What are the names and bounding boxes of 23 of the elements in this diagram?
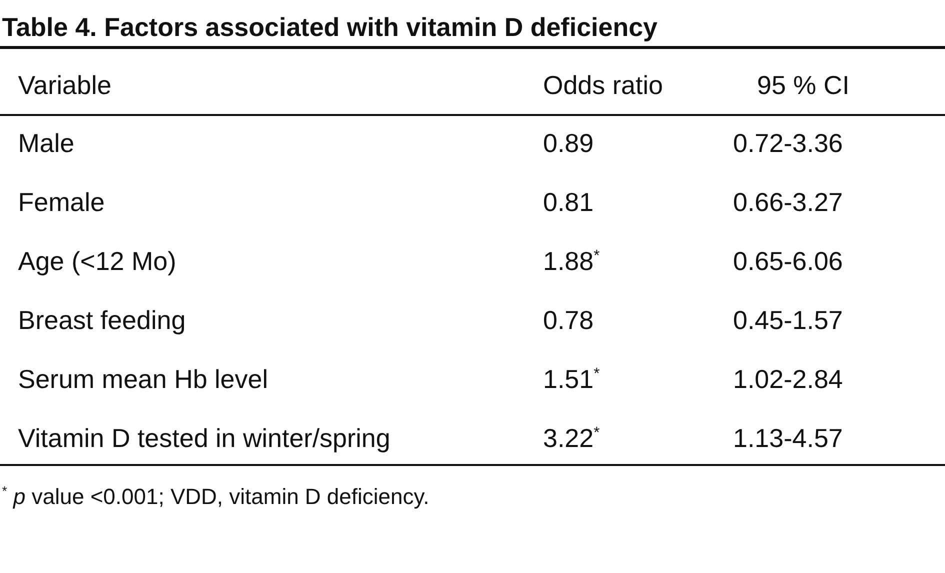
table-cell: 0.45-1.57 (733, 305, 843, 335)
table-cell: 0.89 (543, 128, 594, 158)
table-cell: Vitamin D tested in winter/spring (18, 423, 390, 453)
table-cell: 3.22$^{*}$ (543, 423, 600, 453)
table-title: Table 4. Factors associated with vitamin D deficiency (2, 12, 658, 42)
table-cell: 1.13-4.57 (733, 423, 843, 453)
table-cell: 0.72-3.36 (733, 128, 843, 158)
table-cell: 0.65-6.06 (733, 246, 843, 276)
table-cell: Female (18, 187, 105, 217)
table-cell: 1.88$^{*}$ (543, 246, 600, 276)
column-header: 95 % CI (757, 70, 850, 100)
table-cell: Male (18, 128, 74, 158)
table-cell: 0.81 (543, 187, 594, 217)
column-header: Variable (18, 70, 112, 100)
table-cell: Serum mean Hb level (18, 364, 268, 394)
footnote: $^{*}$ p value <0.001; VDD, vitamin D deficiency. (2, 482, 430, 511)
column-header: Odds ratio (543, 70, 663, 100)
table-cell: 1.51$^{*}$ (543, 364, 600, 394)
table-cell: 0.66-3.27 (733, 187, 843, 217)
table-cell: 1.02-2.84 (733, 364, 843, 394)
table-cell: 0.78 (543, 305, 594, 335)
table-cell: Breast feeding (18, 305, 186, 335)
table-cell: Age (<12 Mo) (18, 246, 176, 276)
